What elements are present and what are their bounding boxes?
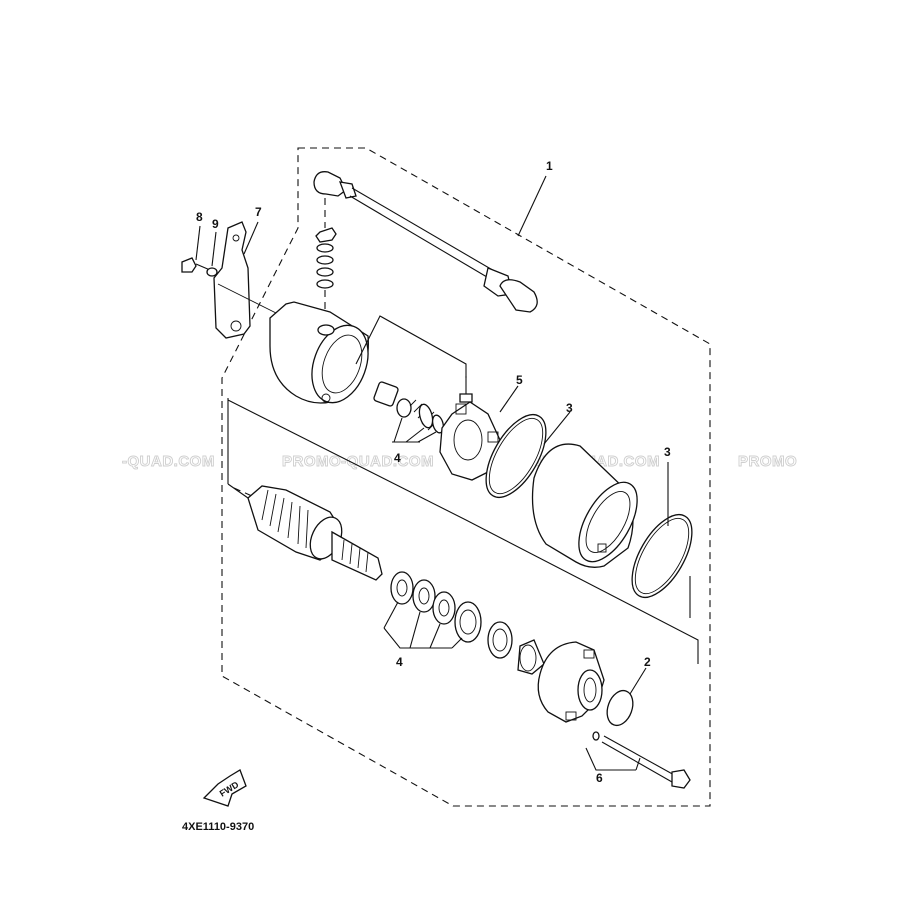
callout-6: 6	[596, 771, 603, 785]
fwd-arrow-icon: FWD	[202, 769, 247, 807]
o-ring-part	[485, 414, 547, 498]
brush-plate-part	[439, 376, 501, 481]
assembly-boundary	[221, 147, 711, 807]
callout-2: 2	[644, 655, 651, 669]
small-o-ring-part	[606, 689, 634, 727]
drawing-code: 4XE1110-9370	[182, 821, 254, 833]
watermark-2: PROMO-QUAD.COM	[282, 453, 434, 470]
callout-3b: 3	[664, 445, 671, 459]
o-ring-part-2	[631, 514, 693, 598]
bearing-part	[487, 621, 545, 675]
callout-labels: 1 2 3 3 4 4 5 6 7 8 9	[196, 159, 671, 785]
leader-bracket-top	[355, 315, 467, 378]
lead-wire-part	[313, 171, 538, 322]
bushing-part	[373, 381, 445, 434]
callout-7: 7	[255, 205, 262, 219]
callout-4a: 4	[394, 451, 401, 465]
callout-4b: 4	[396, 655, 403, 669]
watermark-1: -QUAD.COM	[122, 453, 215, 470]
callout-5: 5	[516, 373, 523, 387]
leader-lines	[195, 175, 699, 771]
yoke-housing-part	[531, 443, 638, 568]
callout-3a: 3	[566, 401, 573, 415]
end-cover-part	[537, 641, 605, 723]
o-ring-inner-2	[634, 517, 690, 595]
front-cover-part	[269, 301, 369, 404]
washer-set	[390, 571, 482, 643]
callout-8: 8	[196, 210, 203, 224]
callout-9: 9	[212, 217, 219, 231]
armature-part	[233, 485, 383, 581]
long-bolt-part	[592, 731, 691, 789]
bracket-part	[181, 221, 287, 339]
callout-1: 1	[546, 159, 553, 173]
watermark-4: PROMO	[738, 453, 797, 470]
o-ring-inner	[488, 417, 544, 495]
